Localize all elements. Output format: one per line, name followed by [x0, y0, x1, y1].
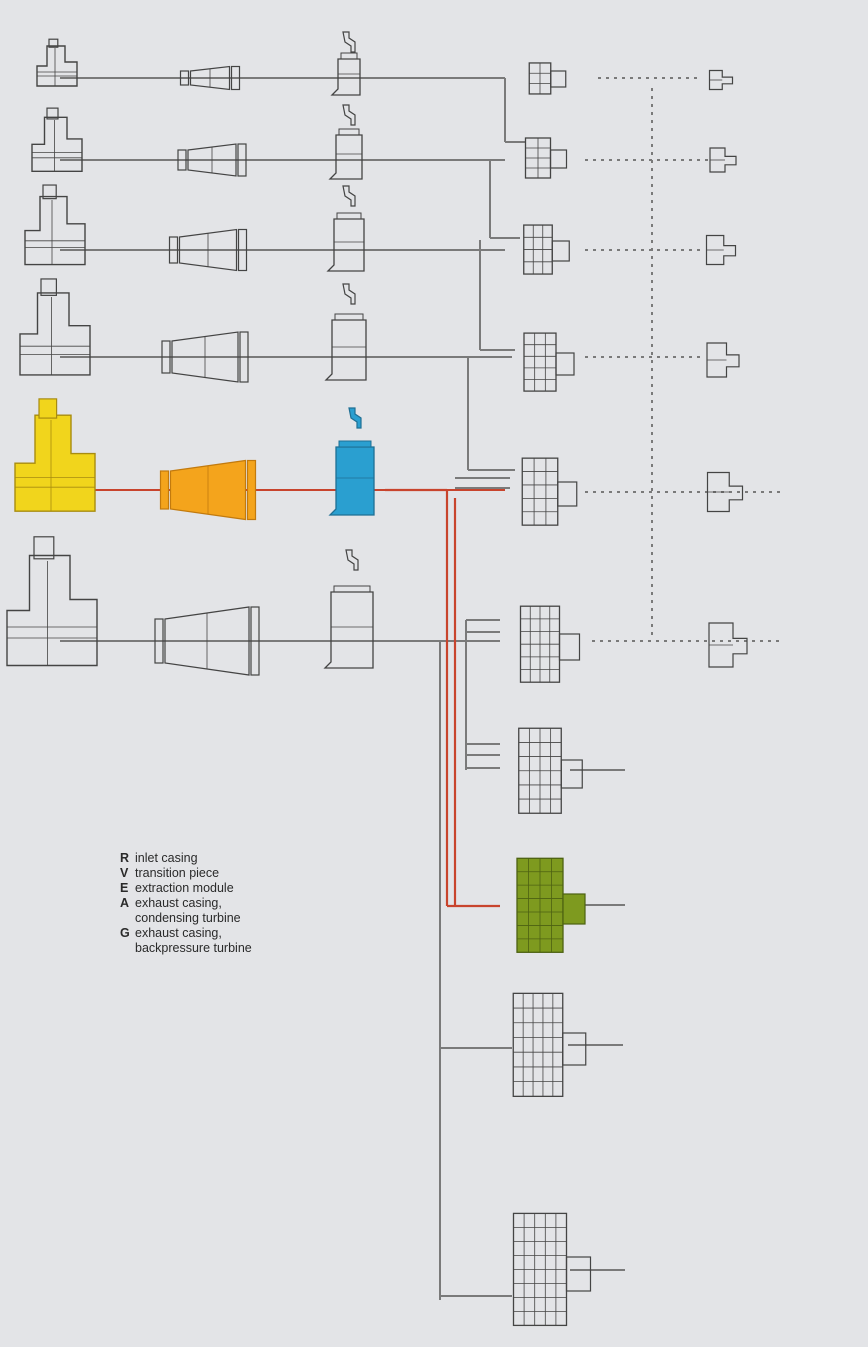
extraction-pipe: [349, 408, 361, 428]
extraction-pipe: [346, 550, 358, 570]
inlet-casing: [7, 537, 97, 666]
extraction-module: [328, 186, 364, 271]
transition-piece: [161, 461, 256, 520]
exhaust-side-box: [558, 482, 577, 506]
extraction-body: [328, 219, 364, 271]
legend-item-e: E extraction module: [120, 881, 252, 896]
legend-key: A: [120, 896, 135, 911]
extraction-module: [326, 284, 366, 380]
legend-label: extraction module: [135, 881, 234, 896]
connection-lines: [60, 78, 780, 1300]
legend-item-a: A exhaust casing, condensing turbine: [120, 896, 252, 926]
exhaust-body: [522, 458, 558, 525]
inlet-casing-body: [32, 117, 82, 171]
extraction-neck: [339, 441, 371, 447]
extraction-body: [330, 135, 362, 179]
exhaust-body: [513, 993, 563, 1096]
extraction-pipe: [343, 186, 355, 206]
extraction-neck: [337, 213, 361, 219]
exhaust-side-box: [556, 353, 574, 375]
exhaust-casing: [517, 858, 585, 952]
legend-label: transition piece: [135, 866, 219, 881]
legend-label: exhaust casing, backpressure turbine: [135, 926, 252, 956]
inlet-casing-top: [39, 399, 57, 418]
exhaust-side-box: [551, 150, 567, 168]
inlet-casing-body: [7, 556, 97, 666]
legend-item-v: V transition piece: [120, 866, 252, 881]
exhaust-body: [524, 333, 556, 391]
extraction-body: [330, 447, 374, 515]
extraction-body: [326, 320, 366, 380]
inlet-casing-body: [37, 46, 77, 86]
backpressure-casing: [710, 71, 733, 90]
inlet-casing: [25, 185, 85, 265]
inlet-casing: [15, 399, 95, 511]
exhaust-casing: [529, 63, 566, 94]
extraction-neck: [341, 53, 357, 59]
exhaust-casing: [522, 458, 577, 525]
backpressure-casing: [707, 236, 736, 265]
transition-piece: [178, 144, 246, 176]
extraction-module: [330, 408, 374, 515]
component-drawings: [7, 32, 747, 1325]
legend-label: exhaust casing, condensing turbine: [135, 896, 241, 926]
exhaust-side-box: [563, 894, 585, 924]
backpressure-casing: [710, 148, 736, 172]
legend: R inlet casing V transition piece E extr…: [120, 851, 252, 956]
legend-label: inlet casing: [135, 851, 198, 866]
inlet-casing-body: [20, 293, 90, 375]
exhaust-casing: [524, 225, 570, 274]
extraction-pipe: [343, 32, 355, 52]
extraction-neck: [339, 129, 359, 135]
inlet-casing: [20, 279, 90, 375]
extraction-neck: [334, 586, 370, 592]
extraction-neck: [335, 314, 363, 320]
transition-flange: [161, 471, 169, 509]
extraction-module: [332, 32, 360, 95]
inlet-casing-body: [25, 197, 85, 265]
exhaust-side-box: [561, 760, 582, 788]
exhaust-side-box: [563, 1033, 586, 1065]
legend-item-g: G exhaust casing, backpressure turbine: [120, 926, 252, 956]
exhaust-side-box: [560, 634, 580, 660]
legend-key: E: [120, 881, 135, 896]
inlet-casing: [32, 108, 82, 171]
inlet-casing-body: [15, 415, 95, 511]
exhaust-casing: [526, 138, 567, 178]
extraction-body: [325, 592, 373, 668]
exhaust-side-box: [552, 241, 569, 261]
extraction-module: [325, 550, 373, 668]
legend-item-r: R inlet casing: [120, 851, 252, 866]
backpressure-casing: [709, 623, 747, 667]
extraction-pipe: [343, 105, 355, 125]
exhaust-casing: [524, 333, 574, 391]
exhaust-side-box: [551, 71, 566, 87]
legend-key: G: [120, 926, 135, 941]
legend-key: V: [120, 866, 135, 881]
backpressure-casing: [707, 343, 739, 377]
legend-key: R: [120, 851, 135, 866]
transition-flange: [248, 461, 256, 520]
exhaust-side-box: [567, 1257, 591, 1291]
exhaust-casing: [521, 606, 580, 682]
extraction-pipe: [343, 284, 355, 304]
extraction-module: [330, 105, 362, 179]
